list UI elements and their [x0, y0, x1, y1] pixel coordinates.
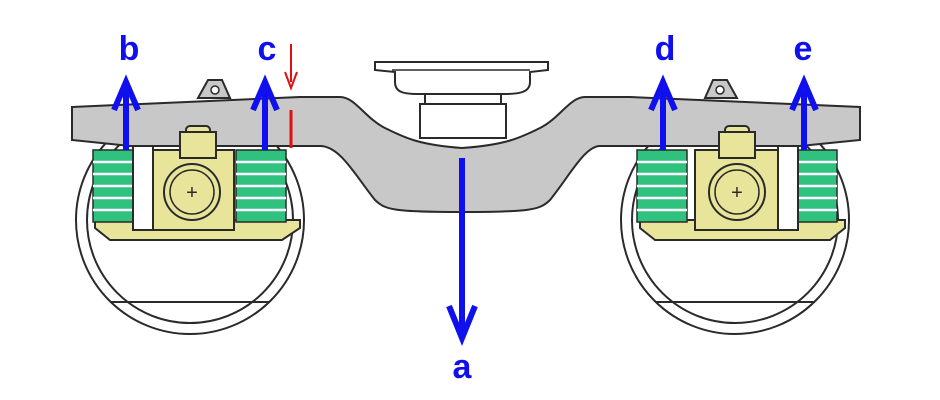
- left-outer-spring: [92, 149, 136, 223]
- left-inner-spring: [235, 149, 287, 223]
- label-e: e: [794, 30, 813, 68]
- red-marker: [284, 44, 298, 148]
- label-d: d: [655, 30, 676, 68]
- center-pivot: [374, 61, 549, 139]
- left-axlebox: +: [163, 125, 221, 221]
- force-arrow-a: [446, 158, 478, 346]
- label-c: c: [258, 30, 277, 68]
- plus-icon: +: [186, 182, 198, 204]
- label-a: a: [453, 348, 473, 386]
- force-arrow-c: [250, 74, 280, 150]
- right-inner-spring: [636, 149, 688, 223]
- force-arrow-d: [648, 74, 678, 150]
- frame-bracket-right: [703, 79, 739, 99]
- plus-icon: +: [731, 182, 743, 204]
- force-arrow-e: [789, 74, 819, 150]
- frame-bracket-left: [196, 79, 232, 99]
- right-axlebox: +: [708, 125, 766, 221]
- force-arrow-b: [111, 74, 141, 150]
- label-b: b: [119, 30, 140, 68]
- right-outer-spring: [794, 149, 838, 223]
